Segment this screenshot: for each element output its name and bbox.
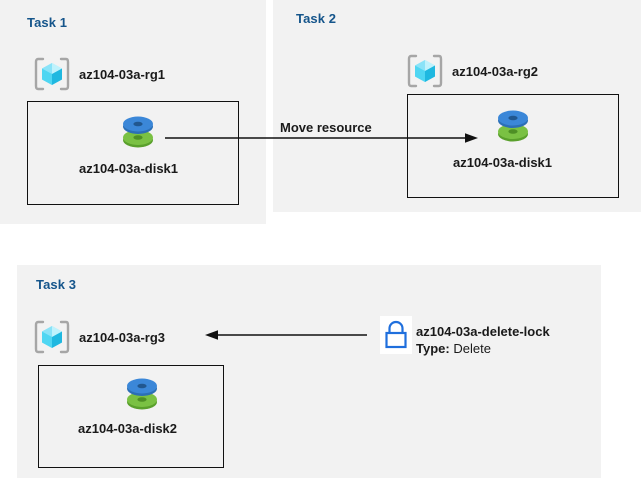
resource-group-icon [406, 52, 444, 90]
move-resource-label: Move resource [280, 120, 372, 135]
move-resource-arrow [165, 133, 478, 143]
resource-label-2: az104-03a-disk1 [453, 155, 553, 170]
managed-disk-icon [122, 375, 162, 413]
lock-name-label: az104-03a-delete-lock [416, 324, 550, 339]
resource-label-3: az104-03a-disk2 [78, 421, 178, 436]
resource-group-row-3: az104-03a-rg3 [33, 318, 165, 356]
managed-disk-icon [493, 107, 533, 145]
resource-label-1: az104-03a-disk1 [79, 161, 179, 176]
resource-group-row-2: az104-03a-rg2 [406, 52, 538, 90]
lock-icon [380, 316, 412, 354]
resource-group-icon [33, 318, 71, 356]
managed-disk-icon [118, 113, 158, 151]
lock-type-key: Type: [416, 341, 450, 356]
lock-target-arrow [205, 330, 367, 340]
task-3-title: Task 3 [36, 277, 77, 292]
resource-group-icon [33, 55, 71, 93]
resource-group-label-1: az104-03a-rg1 [79, 66, 165, 82]
resource-group-label-3: az104-03a-rg3 [79, 329, 165, 345]
lock-type-value: Delete [453, 341, 491, 356]
lock-type-row: Type: Delete [416, 341, 491, 356]
task-1-title: Task 1 [27, 15, 68, 30]
resource-group-label-2: az104-03a-rg2 [452, 63, 538, 79]
resource-group-row-1: az104-03a-rg1 [33, 55, 165, 93]
task-2-title: Task 2 [296, 11, 337, 26]
